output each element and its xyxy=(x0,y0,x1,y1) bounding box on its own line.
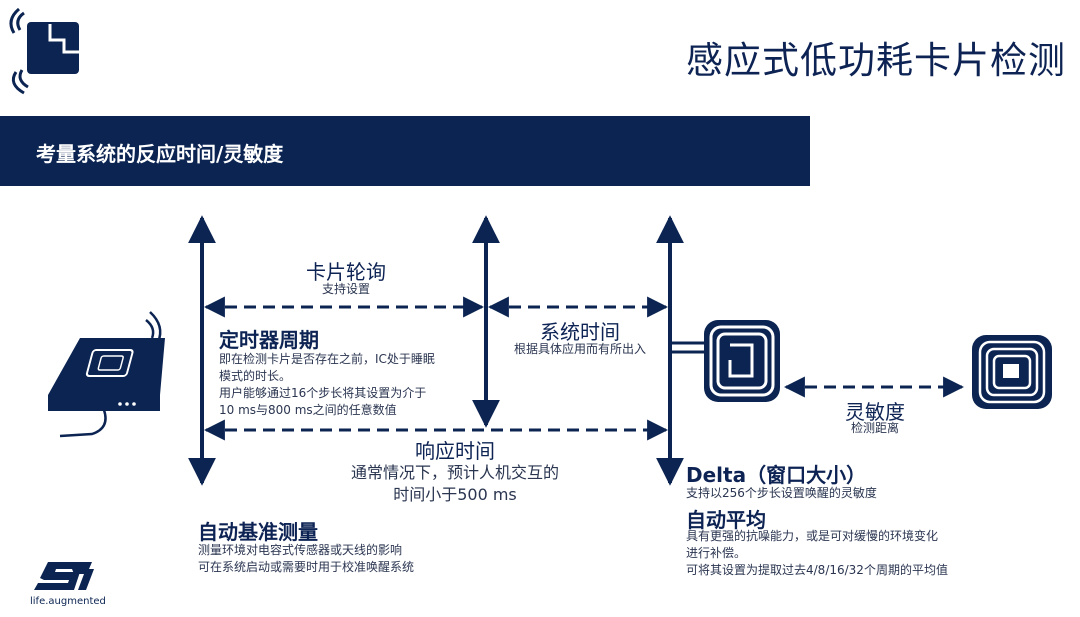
response-time-desc: 通常情况下，预计人机交互的 时间小于500 ms xyxy=(350,463,559,504)
st-logo-icon xyxy=(34,562,94,590)
nfc-logo-icon xyxy=(9,7,79,95)
delta-title: Delta（窗口大小） xyxy=(686,463,867,487)
system-time-sub: 根据具体应用而有所出入 xyxy=(513,342,646,356)
brand-tagline: life.augmented xyxy=(30,596,106,607)
card-polling-title: 卡片轮询 xyxy=(306,260,386,284)
reader-device-icon xyxy=(48,311,165,438)
section-banner: 考量系统的反应时间/灵敏度 xyxy=(0,116,810,186)
timer-period-title: 定时器周期 xyxy=(219,328,319,352)
antenna-coil-icon xyxy=(704,320,780,402)
system-time-title: 系统时间 xyxy=(540,320,620,344)
response-time-title: 响应时间 xyxy=(415,439,495,463)
auto-calibration-title: 自动基准测量 xyxy=(198,520,318,544)
auto-average-desc: 具有更强的抗噪能力，或是可对缓慢的环境变化 进行补偿。 可将其设置为提取过去4/… xyxy=(686,529,948,577)
sensitivity-title: 灵敏度 xyxy=(845,400,905,424)
nfc-card-icon xyxy=(972,335,1052,409)
timer-period-desc: 即在检测卡片是否存在之前，IC处于睡眠 模式的时长。 用户能够通过16个步长将其… xyxy=(219,352,435,417)
delta-sub: 支持以256个步长设置唤醒的灵敏度 xyxy=(686,486,877,500)
card-polling-sub: 支持设置 xyxy=(321,282,370,296)
page-title: 感应式低功耗卡片检测 xyxy=(686,39,1066,82)
banner-title: 考量系统的反应时间/灵敏度 xyxy=(36,142,284,166)
sensitivity-sub: 检测距离 xyxy=(850,421,899,435)
auto-calibration-desc: 测量环境对电容式传感器或天线的影响 可在系统启动或需要时用于校准唤醒系统 xyxy=(198,543,415,574)
auto-average-title: 自动平均 xyxy=(686,508,766,532)
